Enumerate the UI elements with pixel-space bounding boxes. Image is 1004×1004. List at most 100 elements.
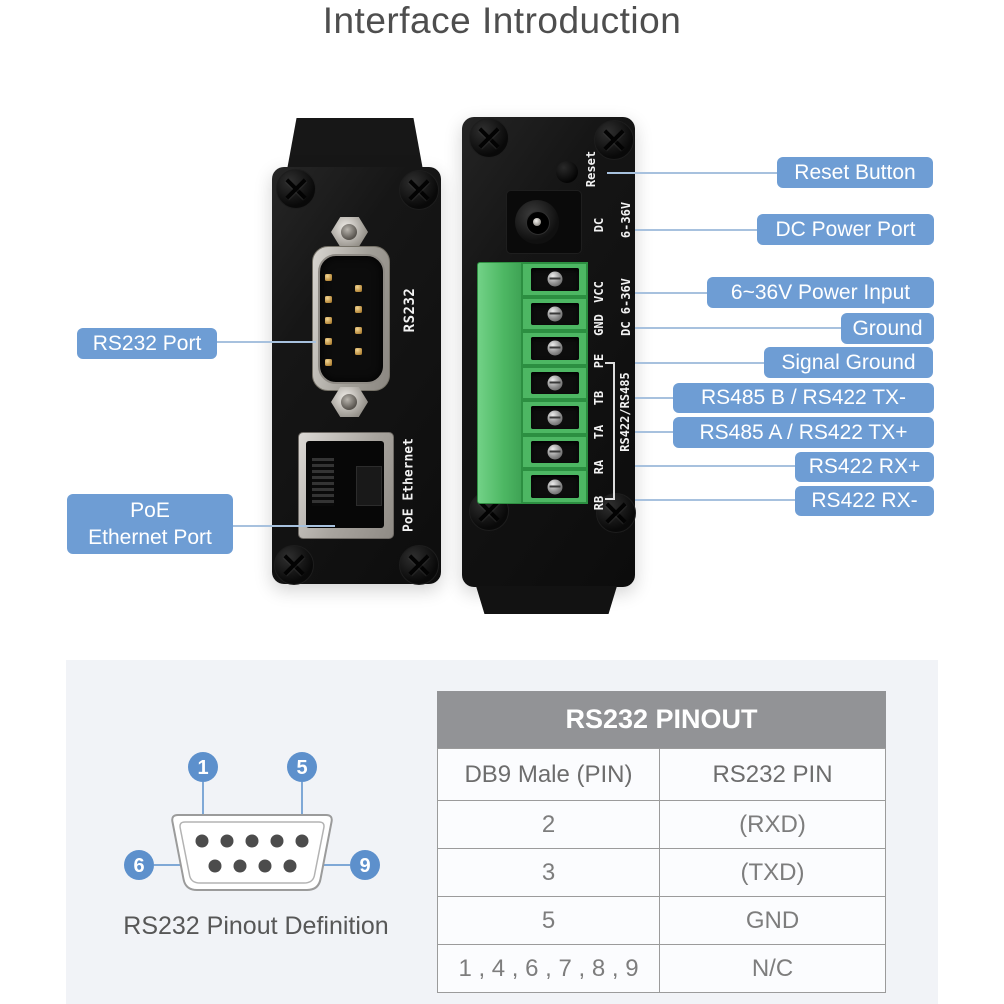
screw-icon — [276, 169, 316, 209]
db9-pin — [355, 348, 362, 355]
rj45-latch-slot — [356, 466, 382, 506]
callout-line-tb — [635, 397, 673, 399]
table-cell: 2 — [438, 801, 660, 849]
serial-group-bracket-tick — [605, 498, 613, 500]
callout-reset-button: Reset Button — [777, 157, 933, 188]
dc-group-silkscreen-label: DC 6-36V — [619, 278, 633, 336]
table-cell: 3 — [438, 849, 660, 897]
ra-silkscreen-label: RA — [592, 459, 606, 475]
callout-line-rs232-port — [217, 341, 316, 343]
pin6-badge — [124, 850, 154, 880]
callout-rs485-b: RS485 B / RS422 TX- — [673, 383, 934, 413]
terminal-gnd — [521, 296, 588, 332]
terminal-tb — [521, 365, 588, 401]
callout-dc-power-port: DC Power Port — [757, 214, 934, 245]
callout-rs232-port: RS232 Port — [77, 328, 217, 359]
db9-pin — [325, 296, 332, 303]
callout-line-dc — [635, 229, 757, 231]
poe-ethernet-silkscreen-label: PoE Ethernet — [401, 438, 417, 532]
screw-icon — [274, 545, 314, 585]
pin9-badge-label: 9 — [359, 855, 370, 877]
pin1-badge-label: 1 — [197, 757, 208, 779]
pin9-badge — [350, 850, 380, 880]
rj45-contacts — [312, 458, 334, 506]
serial-group-bracket — [613, 362, 615, 500]
screw-icon — [469, 118, 509, 158]
callout-line-vcc — [635, 292, 707, 294]
db9-pinout-diagram: 1 5 6 9 — [124, 752, 380, 891]
db9-pin-dots — [195, 834, 309, 873]
reset-button[interactable] — [556, 161, 578, 183]
db9-shell-inner — [179, 821, 325, 884]
column-header-db9: DB9 Male (PIN) — [438, 749, 660, 801]
pin5-badge — [287, 752, 317, 782]
terminal-screw — [547, 444, 562, 460]
pinout-caption: RS232 Pinout Definition — [123, 912, 389, 940]
serial-group-bracket-tick — [605, 362, 613, 364]
callout-line-reset — [607, 172, 777, 174]
gnd-silkscreen-label: GND — [592, 314, 606, 336]
table-cell: 5 — [438, 897, 660, 945]
db9-pin — [355, 306, 362, 313]
db9-shell-outer — [171, 814, 333, 891]
terminal-block-side — [477, 262, 522, 504]
dc-silkscreen-label: DC — [592, 217, 606, 233]
db9-pin — [325, 274, 332, 281]
terminal-screw — [547, 271, 562, 287]
callout-poe-ethernet-port: PoE Ethernet Port — [67, 494, 233, 554]
left-device-top-neck — [287, 118, 423, 170]
screw-icon — [399, 545, 439, 585]
callout-poe-line2: Ethernet Port — [88, 526, 212, 549]
screw-icon — [399, 170, 439, 210]
rs422-rs485-group-silkscreen-label: RS422/RS485 — [618, 372, 632, 452]
dc-jack-center-pin — [533, 218, 541, 226]
db9-pin — [355, 327, 362, 334]
terminal-screw — [547, 479, 562, 495]
terminal-block — [521, 262, 588, 504]
terminal-screw — [547, 306, 562, 322]
table-cell: (RXD) — [660, 801, 885, 849]
callout-line-ta — [635, 431, 673, 433]
callout-ground: Ground — [841, 313, 934, 344]
pin6-badge-label: 6 — [133, 855, 144, 877]
callout-line-gnd — [635, 327, 841, 329]
rs232-pinout-table: RS232 PINOUT DB9 Male (PIN) RS232 PIN 2 … — [437, 691, 886, 993]
table-cell: (TXD) — [660, 849, 885, 897]
rb-silkscreen-label: RB — [592, 495, 606, 511]
dc-range-silkscreen-label: 6-36V — [619, 201, 633, 239]
tb-silkscreen-label: TB — [592, 390, 606, 406]
db9-standoff-bottom-core — [341, 394, 357, 410]
db9-pin — [355, 285, 362, 292]
callout-line-poe-port — [233, 525, 335, 527]
db9-pin — [325, 338, 332, 345]
pin5-badge-label: 5 — [296, 757, 307, 779]
callout-line-ra — [635, 465, 795, 467]
terminal-rb — [521, 469, 588, 504]
callout-power-input: 6~36V Power Input — [707, 277, 934, 308]
callout-line-pe — [635, 362, 764, 364]
terminal-ra — [521, 434, 588, 470]
terminal-screw — [547, 410, 562, 426]
reset-silkscreen-label: Reset — [584, 150, 598, 188]
right-device-bottom-neck — [476, 586, 617, 614]
callout-line-rb — [635, 499, 795, 501]
column-header-rs232: RS232 PIN — [660, 749, 885, 801]
table-cell: 1 , 4 , 6 , 7 , 8 , 9 — [438, 945, 660, 992]
table-title: RS232 PINOUT — [437, 691, 886, 748]
terminal-screw — [547, 340, 562, 356]
pe-silkscreen-label: PE — [592, 353, 606, 369]
terminal-vcc — [521, 262, 588, 297]
screw-icon — [594, 120, 634, 160]
terminal-pe — [521, 331, 588, 366]
callout-rs485-a: RS485 A / RS422 TX+ — [673, 417, 934, 448]
db9-pin — [325, 359, 332, 366]
screw-icon — [596, 493, 636, 533]
terminal-screw — [547, 375, 562, 391]
table-cell: GND — [660, 897, 885, 945]
callout-poe-line1: PoE — [130, 498, 170, 522]
db9-standoff-top-core — [341, 224, 357, 240]
callout-rs422-rx-plus: RS422 RX+ — [795, 452, 934, 482]
pin1-badge — [188, 752, 218, 782]
db9-pin — [325, 317, 332, 324]
